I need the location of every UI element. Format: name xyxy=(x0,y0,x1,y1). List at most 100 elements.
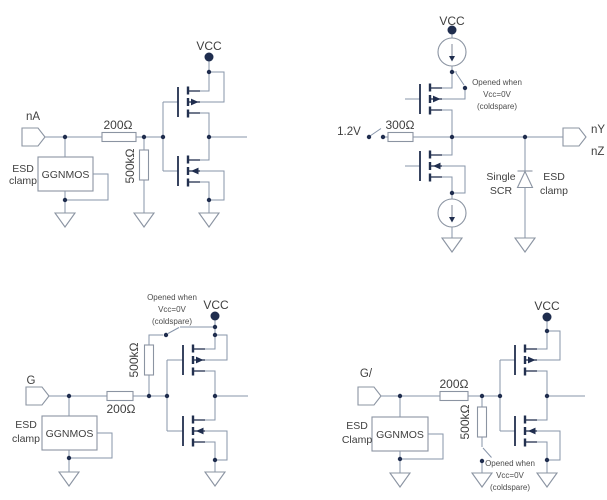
esd-clamp-label-line1: ESD xyxy=(15,419,37,431)
junction-dot xyxy=(206,197,212,203)
junction-dot xyxy=(449,134,455,140)
esd-clamp-label-line2: clamp xyxy=(540,185,568,197)
esd-clamp-label-line1: ESD xyxy=(543,171,565,183)
junction-dot xyxy=(497,393,503,399)
coldspare-note-line3: (coldspare) xyxy=(152,317,192,326)
junction-dot xyxy=(366,134,372,140)
series-resistor-label: 200Ω xyxy=(104,118,133,132)
vcc-node xyxy=(210,311,220,321)
input-pin xyxy=(357,386,382,406)
coldspare-switch-blade xyxy=(482,447,492,458)
junction-dot xyxy=(212,393,218,399)
input-switch-blade xyxy=(369,128,382,137)
series-resistor-label: 300Ω xyxy=(386,118,415,132)
junction-dot xyxy=(62,197,68,203)
series-resistor-body xyxy=(106,390,134,402)
vcc-label: VCC xyxy=(203,298,229,312)
esd-clamp-label-line2: Clamp xyxy=(342,434,373,446)
ggnmos-box xyxy=(371,416,429,452)
coldspare-note-line1: Opened when xyxy=(485,459,535,468)
shunt-resistor-body xyxy=(476,406,488,438)
junction-dot xyxy=(522,134,528,140)
junction-dot xyxy=(479,393,485,399)
junction-dot xyxy=(212,324,218,330)
scr-label-line1: Single xyxy=(486,171,515,183)
current-source-bottom xyxy=(437,198,467,228)
scr-diode xyxy=(516,170,534,189)
junction-dot xyxy=(397,393,403,399)
ggnmos-label: GGNMOS xyxy=(42,169,90,181)
coldspare-note-line1: Opened when xyxy=(472,78,522,87)
junction-dot xyxy=(380,134,386,140)
series-resistor-label: 200Ω xyxy=(440,377,469,391)
nmos-transistor xyxy=(181,414,207,448)
coldspare-note-line2: Vcc=0V xyxy=(496,471,524,480)
nmos-transistor xyxy=(418,149,444,183)
junction-dot xyxy=(62,134,68,140)
ground-symbol xyxy=(198,212,220,228)
junction-dot xyxy=(164,393,170,399)
junction-dot xyxy=(212,332,218,338)
junction-dot xyxy=(544,457,550,463)
vcc-label: VCC xyxy=(439,14,465,28)
nmos-transistor xyxy=(176,154,202,188)
output-pin xyxy=(562,127,587,147)
coldspare-switch-blade xyxy=(455,72,465,86)
output-label-nz: nZ xyxy=(591,146,604,158)
series-resistor-body xyxy=(439,390,469,402)
series-resistor-body xyxy=(387,131,414,143)
shunt-resistor-label: 500kΩ xyxy=(458,404,472,439)
scr-label-line2: SCR xyxy=(490,185,513,197)
circuit-bottom-right: VCC G/ 200Ω 500kΩ Opened when Vcc=0V (co… xyxy=(342,299,585,492)
coldspare-note-line2: Vcc=0V xyxy=(483,90,511,99)
esd-clamp-label-line2: clamp xyxy=(9,175,37,187)
input-voltage-label: 1.2V xyxy=(337,126,361,138)
coldspare-note-line3: (coldspare) xyxy=(477,102,517,111)
output-label-ny: nY xyxy=(591,124,605,136)
coldspare-note-line3: (coldspare) xyxy=(490,483,530,492)
ground-symbol xyxy=(514,237,536,253)
series-resistor-body xyxy=(101,131,137,143)
circuit-top-left: VCC nA 200Ω 500kΩ ESD clamp GGNMOS xyxy=(9,39,247,228)
ground-symbol xyxy=(389,472,411,488)
ggnmos-label: GGNMOS xyxy=(46,428,94,440)
ground-symbol xyxy=(536,472,558,488)
pin-label: G/ xyxy=(360,368,373,380)
ggnmos-label: GGNMOS xyxy=(376,429,424,441)
wires xyxy=(381,321,585,473)
ground-symbol xyxy=(58,471,80,487)
ground-symbol xyxy=(204,471,226,487)
wires xyxy=(383,34,563,238)
junction-dot xyxy=(544,328,550,334)
junction-dot xyxy=(206,134,212,140)
series-resistor-label: 200Ω xyxy=(107,402,136,416)
junction-dot xyxy=(160,134,166,140)
shunt-resistor-body xyxy=(138,149,150,181)
junction-dot xyxy=(146,393,152,399)
pmos-transistor xyxy=(176,85,202,119)
vcc-node xyxy=(542,312,552,322)
junction-dot xyxy=(212,457,218,463)
pin-label: nA xyxy=(26,111,40,123)
shunt-resistor-label: 500kΩ xyxy=(127,342,141,377)
pmos-transistor xyxy=(418,82,444,116)
vcc-node xyxy=(204,52,214,62)
current-source-top xyxy=(437,37,467,67)
junction-dot xyxy=(66,455,72,461)
circuit-top-right: VCC Opened when Vcc=0V (coldspare) 1.2V … xyxy=(337,14,605,253)
esd-clamp-label-line2: clamp xyxy=(12,433,40,445)
junction-dot xyxy=(544,393,550,399)
pin-label: G xyxy=(27,375,36,387)
junction-dot xyxy=(163,332,169,338)
coldspare-note-line2: Vcc=0V xyxy=(158,305,186,314)
ground-symbol xyxy=(133,212,155,228)
nmos-transistor xyxy=(513,414,539,448)
vcc-label: VCC xyxy=(196,39,222,53)
circuit-bottom-left: Opened when Vcc=0V (coldspare) VCC G 200… xyxy=(12,293,248,487)
ggnmos-box xyxy=(37,156,94,192)
junction-dot xyxy=(449,190,455,196)
junction-dot xyxy=(206,69,212,75)
junction-dot xyxy=(462,85,468,91)
